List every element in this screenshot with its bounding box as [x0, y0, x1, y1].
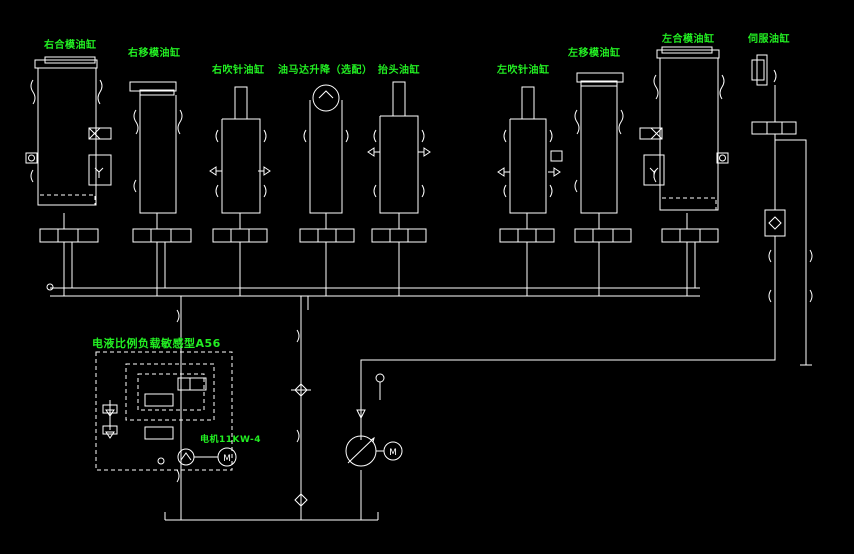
- label-left-blow: 左吹针油缸: [497, 65, 550, 76]
- left-blow-cylinder: [497, 86, 563, 214]
- main-motor-icon: M: [383, 441, 403, 461]
- right-shift-cylinder: [129, 81, 183, 214]
- main-motor-symbol: M: [389, 448, 397, 458]
- head-lift-cylinder: [367, 81, 431, 214]
- a56-motor-symbol: M: [223, 454, 231, 464]
- main-pump: [345, 350, 776, 520]
- label-left-shift: 左移模油缸: [568, 48, 621, 59]
- label-head-lift: 抬头油缸: [378, 65, 420, 76]
- label-right-blow: 右吹针油缸: [212, 65, 265, 76]
- right-clamp-cylinder: [25, 56, 112, 206]
- servo-cylinder: [751, 54, 813, 366]
- label-a56-motor: 电机11KW-4: [200, 435, 262, 445]
- left-shift-cylinder: [574, 72, 624, 214]
- label-right-shift: 右移模油缸: [128, 48, 181, 59]
- manifold: [46, 242, 700, 521]
- a56-control-block: [95, 351, 233, 471]
- right-blow-cylinder: [209, 86, 271, 214]
- a56-valves: [102, 377, 207, 466]
- label-motor-lift: 油马达升降（选配）: [278, 65, 373, 76]
- motor-lift-cylinder: [303, 84, 349, 214]
- a56-motor-icon: M: [194, 447, 237, 467]
- label-servo: 伺服油缸: [748, 34, 790, 45]
- left-clamp-cylinder: [639, 46, 729, 211]
- label-a56-unit: 电液比例负载敏感型A56: [92, 337, 221, 350]
- label-right-clamp: 右合模油缸: [44, 40, 97, 51]
- label-left-clamp: 左合模油缸: [662, 34, 715, 45]
- valve-row: [39, 213, 719, 243]
